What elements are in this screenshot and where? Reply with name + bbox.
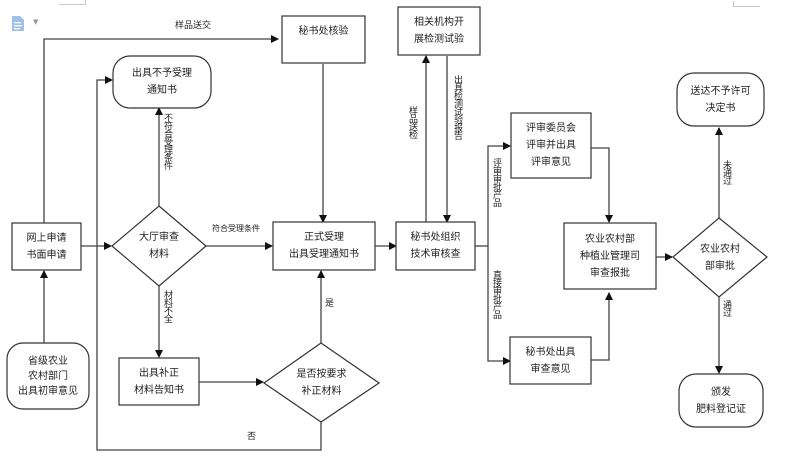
node-text: 评审意见 [531, 157, 571, 168]
node-text: 部审批 [705, 260, 735, 272]
node-text: 农村部门 [28, 370, 68, 382]
node-issue-cert: 颁发 肥料登记证 [679, 374, 763, 427]
node-text: 展检测试验 [414, 34, 464, 45]
node-text: 送达不予许可 [690, 85, 751, 97]
node-text: 材料 [149, 249, 169, 260]
label-sample-submit: 样品送交 [175, 21, 212, 31]
node-text: 省级农业 [28, 355, 68, 367]
node-online-apply: 网上申请 书面申请 [12, 223, 81, 270]
label-passed: 通过 [721, 300, 731, 316]
node-text: 书面申请 [26, 249, 67, 261]
label-sample-inspect: 样品送检 [407, 106, 417, 138]
node-text: 材料告知书 [134, 384, 184, 396]
node-deny-decision: 送达不予许可 决定书 [677, 73, 764, 126]
page-corner-mark-left [59, 0, 86, 5]
node-text: 正式受理 [304, 232, 344, 243]
node-reject-notice: 出具不予受理 通知书 [113, 56, 211, 108]
node-hall-review-shape [111, 205, 207, 287]
node-text: 技术审核查 [410, 249, 461, 260]
node-tech-review: 秘书处组织 技术审核查 [396, 222, 475, 270]
node-formal-accept: 正式受理 出具受理通知书 [273, 222, 375, 270]
edge-direct-products [487, 246, 511, 365]
node-text: 秘书处组织 [410, 232, 461, 243]
node-secretariat-opinion-shape [509, 336, 592, 385]
node-text: 出具初审意见 [18, 385, 78, 397]
edge-check-no [96, 76, 322, 451]
edge-opinion-to-bureau [591, 292, 613, 361]
edge-sample-submit [43, 35, 279, 223]
caret-down-icon[interactable]: ▼ [33, 18, 39, 26]
node-secretariat-verify: 秘书处核验 [282, 16, 365, 46]
node-lab-test: 相关机构开 展检测试验 [398, 7, 480, 55]
label-direct-products: 直接审批产品 [491, 270, 501, 318]
node-text: 评审委员会 [526, 123, 576, 134]
label-incomplete: 材料不全 [162, 290, 172, 322]
node-supplement-notice-shape [118, 357, 200, 406]
node-text: 农业农村部 [585, 233, 635, 245]
node-text: 农业农村 [700, 243, 740, 255]
node-ministry-approval: 农业农村 部审批 [673, 218, 767, 297]
node-text: 是否按要求 [296, 368, 347, 380]
node-committee-review-shape [510, 112, 592, 179]
node-text: 审查报批 [590, 267, 630, 279]
node-text: 网上申请 [26, 232, 67, 244]
node-ministry-bureau-shape [563, 222, 657, 290]
document-icon[interactable] [12, 16, 24, 31]
label-not-passed: 未通过 [721, 160, 731, 184]
node-secretariat-opinion: 秘书处出具 审查意见 [510, 337, 591, 384]
node-secretariat-verify-shape [281, 15, 366, 64]
node-text: 秘书处核验 [298, 25, 349, 37]
label-no: 否 [247, 432, 257, 442]
node-text: 大厅审查 [139, 232, 179, 243]
node-provincial-opinion-shape [6, 342, 90, 410]
node-hall-review: 大厅审查 材料 [112, 206, 206, 286]
page-corner-mark-right [733, 1, 760, 7]
node-lab-test-shape [397, 6, 481, 56]
node-supplement-check: 是否按要求 补正材料 [264, 343, 379, 422]
edge-review-products [487, 142, 511, 246]
node-ministry-bureau: 农业农村部 种植业管理司 审查报批 [564, 223, 656, 289]
node-text: 审查意见 [530, 363, 571, 375]
edge-committee-to-bureau [591, 147, 613, 223]
node-text: 决定书 [705, 102, 736, 114]
node-provincial-opinion: 省级农业 农村部门 出具初审意见 [7, 343, 89, 409]
node-formal-accept-shape [272, 221, 376, 271]
node-text: 评审并出具 [526, 140, 576, 151]
node-text: 颁发 [711, 386, 731, 398]
label-not-meet: 不符合受理条件 [162, 113, 172, 169]
node-issue-cert-shape [678, 373, 764, 428]
label-review-products: 评审审批产品 [491, 158, 501, 206]
node-tech-review-shape [395, 221, 476, 271]
label-yes: 是 [325, 299, 335, 309]
node-committee-review: 评审委员会 评审并出具 评审意见 [511, 113, 591, 178]
node-text: 出具补正 [139, 367, 179, 379]
node-text: 肥料登记证 [696, 403, 746, 415]
node-supplement-notice: 出具补正 材料告知书 [119, 358, 199, 405]
node-reject-notice-shape [112, 55, 212, 109]
label-meet: 符合受理条件 [212, 224, 260, 233]
node-text: 秘书处出具 [525, 346, 576, 358]
node-deny-decision-shape [676, 72, 765, 127]
node-text: 补正材料 [301, 385, 342, 397]
node-text: 出具受理通知书 [289, 249, 359, 260]
label-test-report: 出具检测试验报告 [452, 75, 462, 139]
node-text: 种植业管理司 [580, 250, 640, 262]
node-supplement-check-shape [262, 342, 381, 423]
node-text: 通知书 [147, 85, 177, 96]
node-online-apply-shape [11, 222, 82, 271]
node-text: 出具不予受理 [132, 68, 192, 79]
node-text: 相关机构开 [414, 17, 464, 28]
node-ministry-approval-shape [672, 217, 768, 298]
